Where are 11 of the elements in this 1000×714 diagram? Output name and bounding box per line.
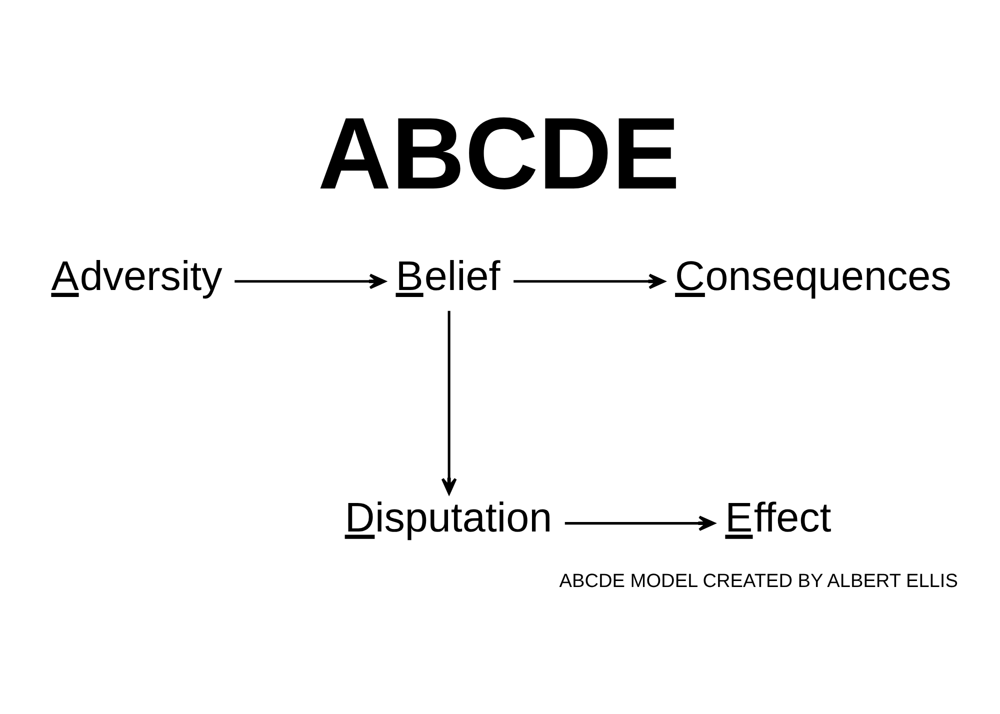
caption: ABCDE MODEL CREATED BY ALBERT ELLIS — [559, 571, 958, 592]
arrow — [514, 274, 666, 290]
arrow — [441, 310, 457, 495]
node-text: Belief — [396, 252, 500, 299]
arrow — [564, 516, 716, 532]
node-text: Consequences — [675, 252, 952, 299]
node-text: Adversity — [51, 252, 222, 299]
diagram-title: ABCDE — [318, 96, 680, 211]
node-text: Disputation — [344, 494, 552, 541]
node-text: Effect — [725, 494, 832, 541]
arrow — [234, 274, 386, 290]
